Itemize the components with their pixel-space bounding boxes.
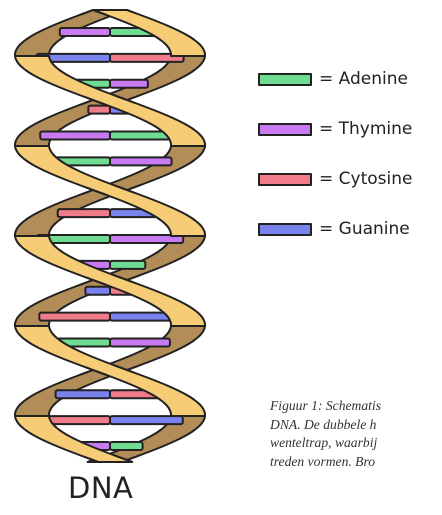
base-cytosine [39, 313, 110, 321]
dna-double-helix [0, 0, 230, 470]
base-guanine [56, 390, 110, 398]
caption-line: treden vormen. Bro [270, 453, 442, 472]
base-adenine [110, 442, 143, 450]
figure-caption: Figuur 1: Schematis DNA. De dubbele h we… [270, 397, 442, 471]
base-cytosine [88, 106, 110, 114]
thymine-swatch [258, 123, 312, 136]
caption-line: Figuur 1: Schematis [270, 397, 442, 416]
legend-item-guanine: = Guanine [258, 212, 412, 246]
legend-label-adenine: = Adenine [319, 69, 408, 89]
base-thymine [110, 339, 170, 347]
legend: = Adenine = Thymine = Cytosine = Guanine [258, 62, 412, 262]
base-thymine [60, 28, 110, 36]
base-cytosine [58, 209, 110, 217]
base-thymine [40, 132, 110, 140]
base-adenine [110, 261, 145, 269]
base-guanine [85, 287, 110, 295]
adenine-swatch [258, 73, 312, 86]
legend-label-cytosine: = Cytosine [319, 169, 412, 189]
legend-item-cytosine: = Cytosine [258, 162, 412, 196]
guanine-swatch [258, 223, 312, 236]
legend-label-guanine: = Guanine [319, 219, 410, 239]
base-thymine [110, 157, 172, 165]
legend-item-adenine: = Adenine [258, 62, 412, 96]
caption-line: DNA. De dubbele h [270, 416, 442, 435]
dna-title: DNA [68, 471, 133, 505]
cytosine-swatch [258, 173, 312, 186]
caption-line: wenteltrap, waarbij [270, 434, 442, 453]
base-guanine [110, 416, 183, 424]
legend-item-thymine: = Thymine [258, 112, 412, 146]
base-thymine [110, 80, 148, 88]
legend-label-thymine: = Thymine [319, 119, 412, 139]
